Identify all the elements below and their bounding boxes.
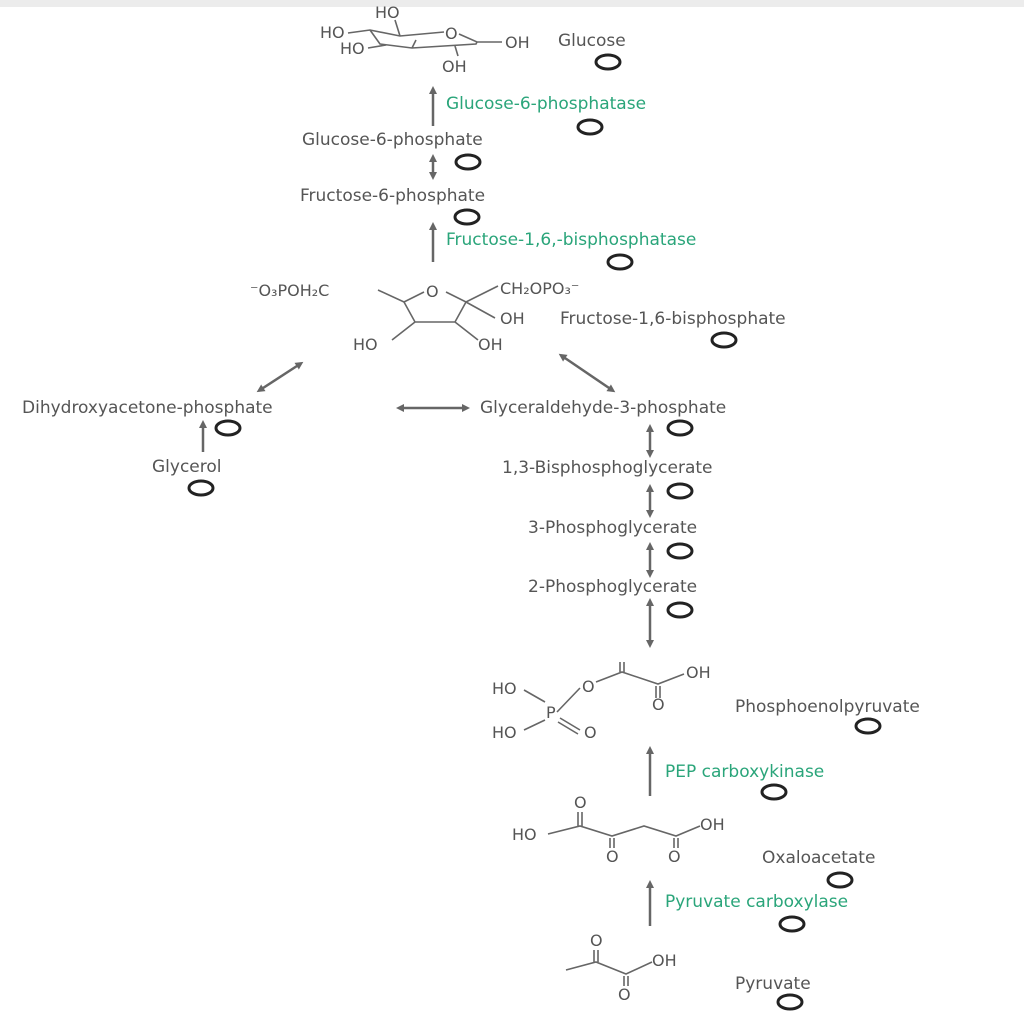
svg-text:HO: HO (320, 23, 345, 42)
glucose-structure: HO HO HO O OH OH (320, 3, 530, 76)
empty-answer-circle-icon[interactable] (778, 915, 806, 933)
arrow-f16bp-dhap (256, 361, 304, 393)
empty-answer-circle-icon[interactable] (760, 783, 788, 801)
empty-answer-circle-icon[interactable] (826, 871, 854, 889)
pep-structure: HO HO P O O O OH (492, 662, 711, 742)
empty-answer-circle-icon[interactable] (666, 482, 694, 500)
svg-text:P: P (546, 703, 556, 722)
answer-circles[interactable] (187, 53, 882, 1011)
svg-text:O: O (584, 723, 597, 742)
empty-answer-circle-icon[interactable] (576, 118, 604, 136)
empty-answer-circle-icon[interactable] (214, 419, 242, 437)
svg-text:OH: OH (478, 335, 503, 354)
empty-answer-circle-icon[interactable] (187, 479, 215, 497)
svg-text:O: O (668, 847, 681, 866)
svg-text:HO: HO (512, 825, 537, 844)
empty-answer-circle-icon[interactable] (666, 601, 694, 619)
top-band (0, 0, 1024, 7)
svg-text:OH: OH (686, 663, 711, 682)
label-oxaloacetate: Oxaloacetate (762, 848, 876, 868)
empty-answer-circle-icon[interactable] (666, 419, 694, 437)
svg-text:OH: OH (442, 57, 467, 76)
svg-text:O: O (652, 695, 665, 714)
oxaloacetate-structure: HO O O O OH (512, 793, 725, 866)
svg-text:CH₂OPO₃⁻: CH₂OPO₃⁻ (500, 279, 579, 298)
label-glucose: Glucose (558, 31, 626, 51)
label-pyruvate: Pyruvate (735, 974, 811, 994)
label-1-3-bisphosphoglycerate: 1,3-Bisphosphoglycerate (502, 458, 713, 478)
svg-text:O: O (426, 282, 439, 301)
svg-text:O: O (582, 677, 595, 696)
empty-answer-circle-icon[interactable] (854, 717, 882, 735)
empty-answer-circle-icon[interactable] (666, 542, 694, 560)
svg-text:OH: OH (500, 309, 525, 328)
svg-text:HO: HO (353, 335, 378, 354)
label-fructose-1-6-bisphosphate: Fructose-1,6-bisphosphate (560, 309, 786, 329)
enzyme-fructose-bisphosphatase: Fructose-1,6,-bisphosphatase (446, 230, 697, 250)
svg-text:HO: HO (340, 39, 365, 58)
label-phosphoenolpyruvate: Phosphoenolpyruvate (735, 697, 920, 717)
svg-text:O: O (618, 985, 631, 1004)
svg-text:HO: HO (375, 3, 400, 22)
empty-answer-circle-icon[interactable] (594, 53, 622, 71)
label-dihydroxyacetone-phosphate: Dihydroxyacetone-phosphate (22, 398, 273, 418)
label-2-phosphoglycerate: 2-Phosphoglycerate (528, 577, 698, 597)
svg-text:O: O (574, 793, 587, 812)
label-3-phosphoglycerate: 3-Phosphoglycerate (528, 518, 698, 538)
svg-text:O: O (445, 24, 458, 43)
label-fructose-6-phosphate: Fructose-6-phosphate (300, 186, 486, 206)
empty-answer-circle-icon[interactable] (710, 331, 738, 349)
svg-text:O: O (590, 931, 603, 950)
svg-text:⁻O₃POH₂C: ⁻O₃POH₂C (250, 281, 329, 300)
svg-text:OH: OH (505, 33, 530, 52)
enzyme-pep-carboxykinase: PEP carboxykinase (665, 762, 825, 782)
empty-answer-circle-icon[interactable] (454, 153, 482, 171)
svg-text:OH: OH (700, 815, 725, 834)
reaction-arrows (199, 86, 654, 926)
empty-answer-circle-icon[interactable] (776, 993, 804, 1011)
label-glycerol: Glycerol (152, 457, 222, 477)
f16bp-structure: ⁻O₃POH₂C CH₂OPO₃⁻ O OH HO OH (250, 279, 579, 354)
empty-answer-circle-icon[interactable] (606, 253, 634, 271)
empty-answer-circle-icon[interactable] (453, 208, 481, 226)
svg-text:HO: HO (492, 723, 517, 742)
svg-text:OH: OH (652, 951, 677, 970)
pyruvate-structure: O O OH (565, 931, 677, 1004)
label-glucose-6-phosphate: Glucose-6-phosphate (302, 130, 483, 150)
enzyme-glucose-6-phosphatase: Glucose-6-phosphatase (446, 94, 647, 114)
label-glyceraldehyde-3-phosphate: Glyceraldehyde-3-phosphate (480, 398, 727, 418)
arrow-f16bp-g3p (558, 353, 616, 393)
enzyme-pyruvate-carboxylase: Pyruvate carboxylase (665, 892, 849, 912)
svg-text:O: O (606, 847, 619, 866)
svg-text:HO: HO (492, 679, 517, 698)
